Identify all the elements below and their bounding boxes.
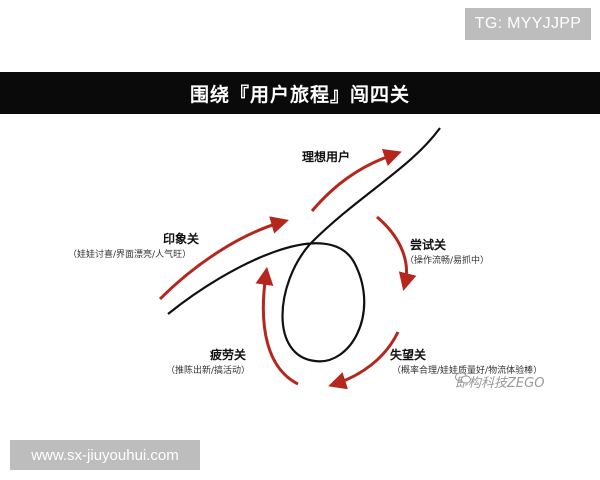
impression-arrow (158, 216, 289, 301)
watermark-text: 即构科技ZEGO (455, 376, 545, 391)
journey-curve (167, 127, 441, 363)
trial-label: 尝试关 (410, 238, 447, 252)
website-tag: www.sx-jiuyouhui.com (10, 440, 200, 470)
disappointment-desc: （概率合理/娃娃质量好/物流体验棒） (392, 366, 543, 376)
impression-desc: （娃娃讨喜/界面漂亮/人气旺） (68, 250, 192, 260)
impression-label: 印象关 (163, 232, 200, 246)
fatigue-label: 疲劳关 (210, 348, 247, 362)
wechat-icon (455, 372, 471, 384)
disappointment-label: 失望关 (390, 348, 427, 362)
trial-desc: （操作流畅/易抓中） (405, 256, 490, 266)
disappointment-arrow (328, 331, 400, 390)
ideal-user-label: 理想用户 (302, 150, 351, 164)
journey-svg (158, 127, 441, 390)
watermark: 即构科技ZEGO (455, 372, 544, 391)
ideal-user-arrow (310, 148, 402, 212)
fatigue-desc: （推陈出新/搞活动） (166, 366, 251, 376)
diagram-title: 围绕『用户旅程』闯四关 (0, 72, 600, 114)
trial-arrow (376, 215, 417, 291)
telegram-tag: TG: MYYJJPP (465, 8, 591, 40)
user-journey-diagram: 理想用户 印象关 （娃娃讨喜/界面漂亮/人气旺） 尝试关 （操作流畅/易抓中） … (0, 114, 600, 410)
fatigue-arrow (255, 266, 299, 386)
